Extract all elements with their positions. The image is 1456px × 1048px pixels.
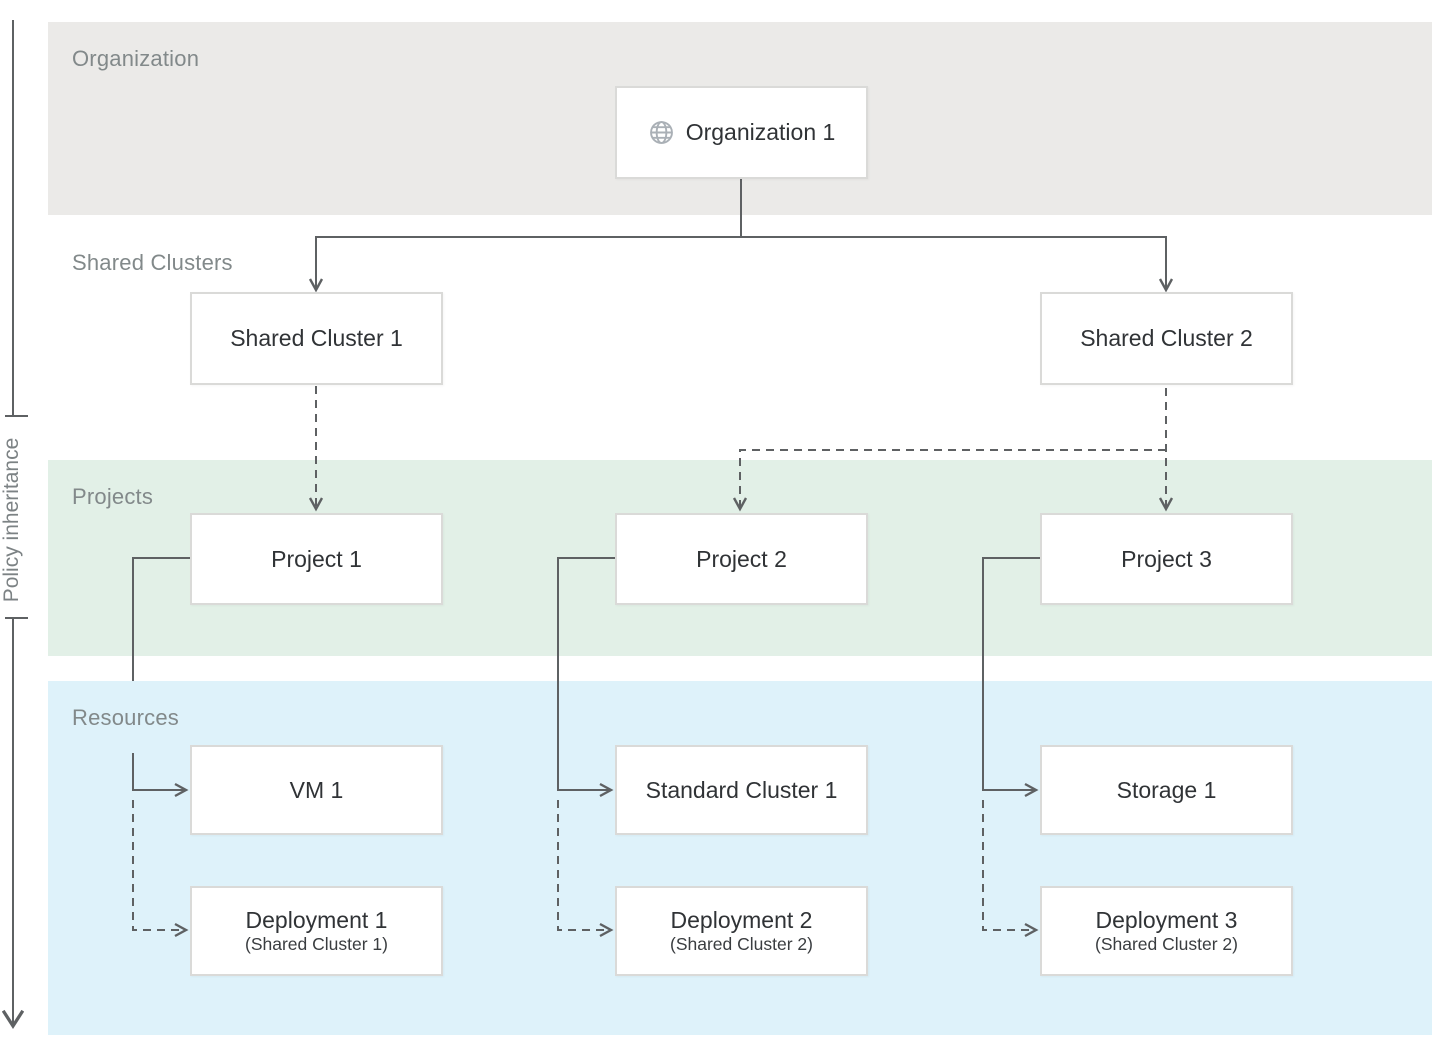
node-deployment-2: Deployment 2 (Shared Cluster 2) bbox=[615, 886, 868, 976]
band-resources-label: Resources bbox=[72, 705, 179, 730]
node-storage-1: Storage 1 bbox=[1040, 745, 1293, 835]
band-resources: Resources bbox=[48, 681, 1432, 1035]
node-shared-cluster-1: Shared Cluster 1 bbox=[190, 292, 443, 385]
edge-p1-to-vm1 bbox=[132, 753, 189, 798]
edge-sc2-to-p2 bbox=[732, 449, 1166, 512]
edge-p3-to-dep3 bbox=[982, 800, 1039, 938]
node-sublabel: (Shared Cluster 2) bbox=[1095, 934, 1238, 955]
node-label: VM 1 bbox=[289, 776, 344, 803]
node-deployment-1: Deployment 1 (Shared Cluster 1) bbox=[190, 886, 443, 976]
edge-p3-to-sto1 bbox=[982, 557, 1040, 798]
node-label: Project 1 bbox=[271, 545, 362, 572]
node-sublabel: (Shared Cluster 2) bbox=[670, 934, 813, 955]
node-label: Organization 1 bbox=[685, 119, 836, 145]
band-projects-label: Projects bbox=[72, 484, 154, 509]
node-label: Standard Cluster 1 bbox=[645, 776, 838, 803]
band-organization-label: Organization bbox=[72, 46, 200, 71]
node-label: Storage 1 bbox=[1116, 776, 1217, 803]
node-project-2: Project 2 bbox=[615, 513, 868, 605]
node-standard-cluster-1: Standard Cluster 1 bbox=[615, 745, 868, 835]
node-label: Deployment 1 bbox=[245, 907, 388, 934]
node-sublabel: (Shared Cluster 1) bbox=[245, 934, 388, 955]
node-label: Deployment 2 bbox=[670, 907, 813, 934]
node-shared-cluster-2: Shared Cluster 2 bbox=[1040, 292, 1293, 385]
edge-org-to-shared-clusters bbox=[308, 236, 1174, 293]
node-label: Project 3 bbox=[1121, 545, 1212, 572]
edge-p2-to-dep2 bbox=[557, 800, 614, 938]
node-label: Project 2 bbox=[696, 545, 787, 572]
edge-p1-to-dep1 bbox=[132, 800, 189, 938]
node-label: Shared Cluster 1 bbox=[230, 325, 403, 351]
node-project-1: Project 1 bbox=[190, 513, 443, 605]
node-label: Shared Cluster 2 bbox=[1080, 325, 1253, 351]
policy-inheritance-label: Policy inheritance bbox=[0, 437, 23, 603]
node-label: Deployment 3 bbox=[1095, 907, 1238, 934]
node-organization-1: Organization 1 bbox=[615, 86, 868, 179]
edge-p2-to-stdc1 bbox=[557, 557, 615, 798]
globe-icon bbox=[648, 119, 675, 146]
band-shared-clusters-label: Shared Clusters bbox=[72, 250, 233, 275]
node-deployment-3: Deployment 3 (Shared Cluster 2) bbox=[1040, 886, 1293, 976]
edge-p1-elbow bbox=[132, 557, 190, 681]
node-vm-1: VM 1 bbox=[190, 745, 443, 835]
node-project-3: Project 3 bbox=[1040, 513, 1293, 605]
